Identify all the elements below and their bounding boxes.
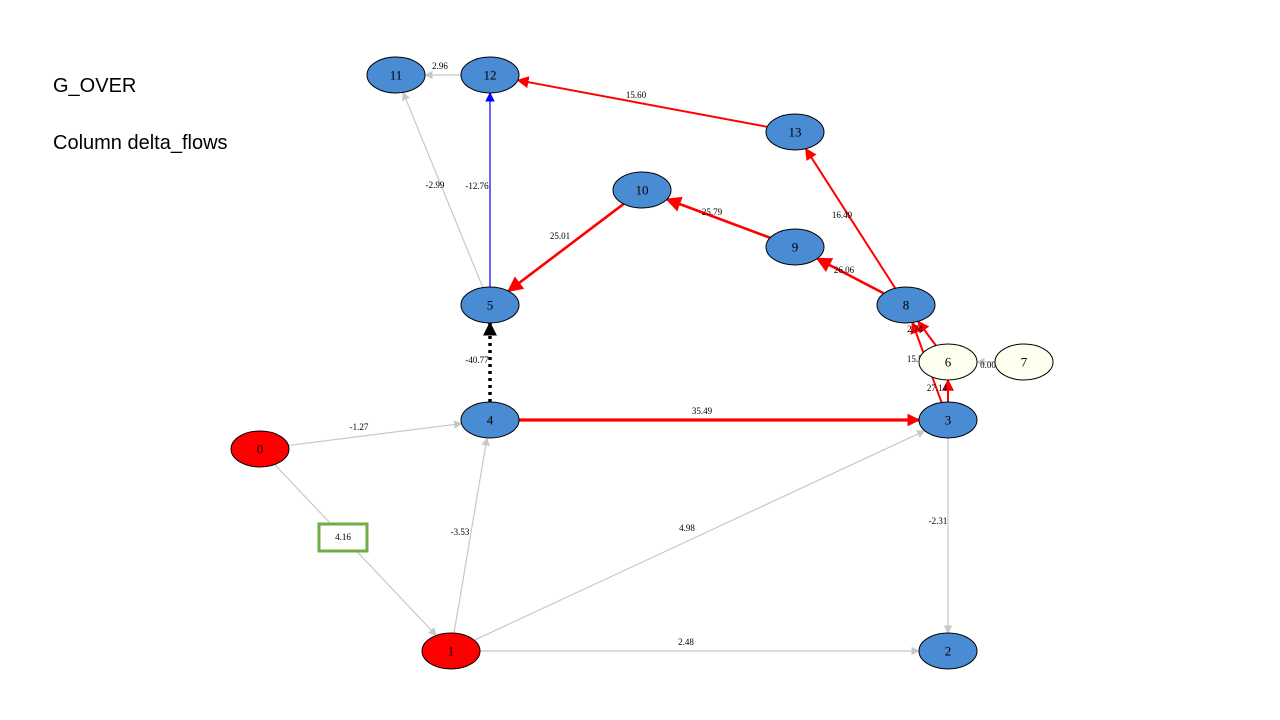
edge-label-4-3: 35.49 bbox=[692, 406, 713, 416]
edge-label-6-8: 2.74 bbox=[907, 324, 923, 334]
node-label-6: 6 bbox=[945, 355, 952, 370]
node-ellipse-8 bbox=[876, 286, 936, 324]
edge-1-3 bbox=[473, 430, 926, 641]
node-4: 4 bbox=[460, 401, 520, 439]
edge-label-8-9: 26.06 bbox=[834, 265, 855, 275]
node-label-13: 13 bbox=[789, 125, 802, 140]
node-ellipse-0 bbox=[230, 430, 290, 468]
slide-title: G_OVER bbox=[53, 75, 137, 97]
node-ellipse-12 bbox=[460, 56, 520, 94]
edge-label-3-6: 27.14 bbox=[927, 383, 948, 393]
node-label-9: 9 bbox=[792, 240, 799, 255]
node-2: 2 bbox=[918, 632, 978, 670]
edge-label-4-5: -40.77 bbox=[465, 355, 489, 365]
node-10: 10 bbox=[612, 171, 672, 209]
node-5: 5 bbox=[460, 286, 520, 324]
node-label-8: 8 bbox=[903, 298, 910, 313]
node-label-11: 11 bbox=[390, 68, 403, 83]
node-ellipse-7 bbox=[994, 343, 1054, 381]
edge-label-1-4: -3.53 bbox=[451, 527, 470, 537]
node-ellipse-2 bbox=[918, 632, 978, 670]
node-label-7: 7 bbox=[1021, 355, 1028, 370]
node-ellipse-5 bbox=[460, 286, 520, 324]
node-label-0: 0 bbox=[257, 442, 264, 457]
edge-label-7-6: 0.00 bbox=[980, 360, 996, 370]
edge-6-8 bbox=[917, 320, 937, 347]
node-7: 7 bbox=[994, 343, 1054, 381]
node-3: 3 bbox=[918, 401, 978, 439]
edge-9-10 bbox=[665, 196, 771, 239]
node-12: 12 bbox=[460, 56, 520, 94]
edge-1-4 bbox=[453, 437, 490, 634]
edge-label-3-2: -2.31 bbox=[929, 516, 948, 526]
edge-0-4 bbox=[288, 420, 463, 447]
node-0: 0 bbox=[230, 430, 290, 468]
node-1: 1 bbox=[421, 632, 481, 670]
node-6: 6 bbox=[918, 343, 978, 381]
edge-label-12-11: 2.96 bbox=[432, 61, 448, 71]
node-label-5: 5 bbox=[487, 298, 494, 313]
node-11: 11 bbox=[366, 56, 426, 94]
edge-label-13-12: 15.60 bbox=[626, 90, 647, 100]
node-ellipse-9 bbox=[765, 228, 825, 266]
node-label-4: 4 bbox=[487, 413, 494, 428]
edge-label-3-8: 15.53 bbox=[907, 354, 928, 364]
node-label-12: 12 bbox=[484, 68, 497, 83]
edge-label-1-2: 2.48 bbox=[678, 637, 694, 647]
edge-label-5-12: -12.76 bbox=[465, 181, 489, 191]
node-ellipse-13 bbox=[765, 113, 825, 151]
edge-10-5 bbox=[507, 202, 625, 293]
edge-label-1-3: 4.98 bbox=[679, 523, 695, 533]
node-label-2: 2 bbox=[945, 644, 952, 659]
node-ellipse-6 bbox=[918, 343, 978, 381]
edge-8-13 bbox=[804, 147, 897, 289]
node-label-10: 10 bbox=[636, 183, 649, 198]
node-ellipse-10 bbox=[612, 171, 672, 209]
node-9: 9 bbox=[765, 228, 825, 266]
slide-subtitle: Column delta_flows bbox=[53, 132, 228, 154]
edge-8-9 bbox=[815, 257, 885, 295]
highlight-box bbox=[317, 522, 369, 553]
node-8: 8 bbox=[876, 286, 936, 324]
node-13: 13 bbox=[765, 113, 825, 151]
node-label-1: 1 bbox=[448, 644, 455, 659]
edge-label-5-11: -2.99 bbox=[426, 180, 445, 190]
edge-label-0-4: -1.27 bbox=[350, 422, 369, 432]
edge-5-11 bbox=[402, 91, 484, 288]
edge-label-9-10: 25.79 bbox=[702, 207, 723, 217]
edge-13-12 bbox=[516, 76, 768, 128]
node-label-3: 3 bbox=[945, 413, 952, 428]
node-ellipse-1 bbox=[421, 632, 481, 670]
edge-label-10-5: 25.01 bbox=[550, 231, 570, 241]
node-ellipse-4 bbox=[460, 401, 520, 439]
node-ellipse-11 bbox=[366, 56, 426, 94]
edge-label-8-13: 16.49 bbox=[832, 210, 853, 220]
edge-label-0-1: 4.16 bbox=[335, 532, 351, 542]
node-ellipse-3 bbox=[918, 401, 978, 439]
